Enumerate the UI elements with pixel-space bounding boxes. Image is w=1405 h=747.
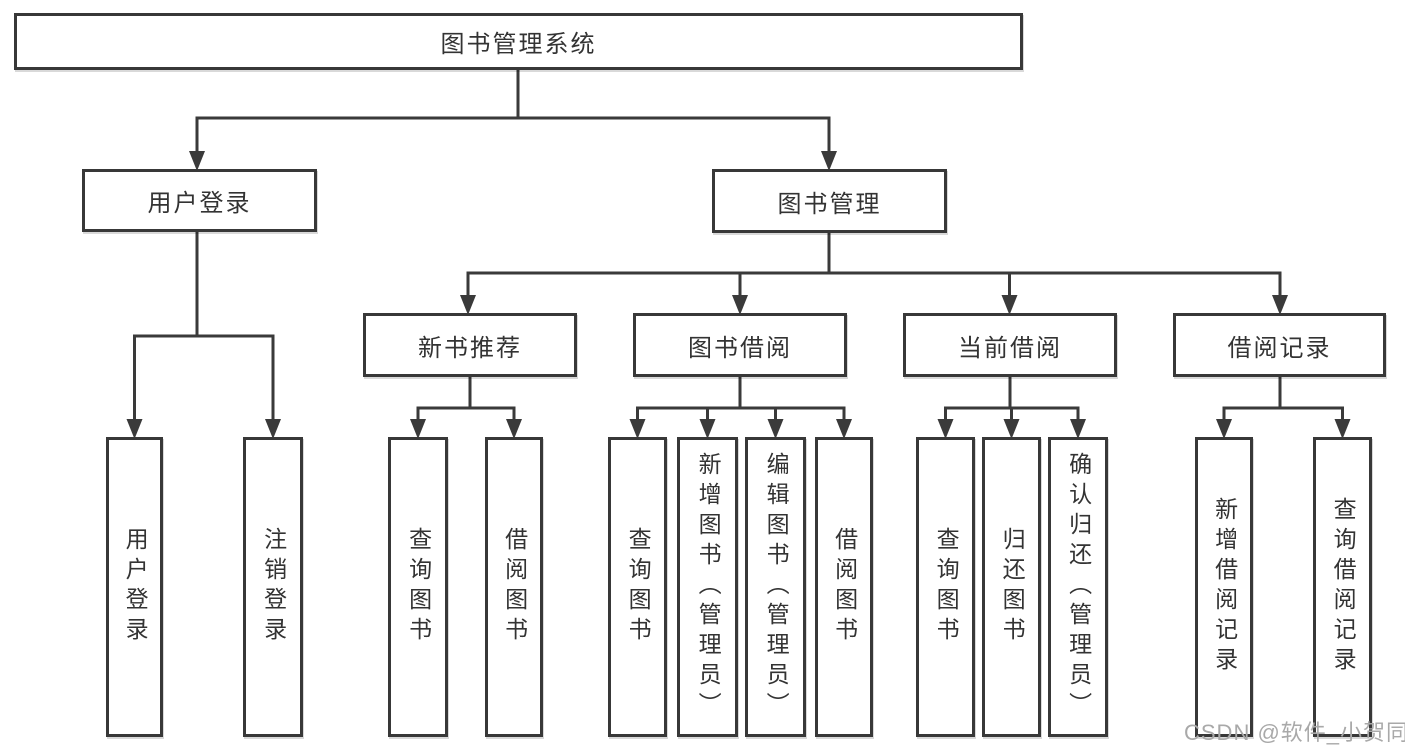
leaf-add-borrow-record: 新增借阅记录 <box>1195 437 1253 737</box>
leaf-query-books-recommend-label: 查询图书 <box>405 527 432 647</box>
leaf-confirm-return-admin-label: 确认归还（管理员） <box>1065 452 1092 722</box>
leaf-logout: 注销登录 <box>243 437 303 737</box>
node-root-label: 图书管理系统 <box>440 31 597 58</box>
leaf-edit-book-admin-label: 编辑图书（管理员） <box>763 452 790 722</box>
node-borrowing-records: 借阅记录 <box>1173 313 1386 377</box>
csdn-watermark: CSDN @软件_小贺同学 <box>1184 720 1405 745</box>
leaf-query-books-current-label: 查询图书 <box>933 527 960 647</box>
leaf-query-books-recommend: 查询图书 <box>388 437 448 737</box>
leaf-query-books-current: 查询图书 <box>916 437 975 737</box>
leaf-query-books-borrow: 查询图书 <box>608 437 667 737</box>
leaf-borrow-books-recommend: 借阅图书 <box>485 437 543 737</box>
node-borrowing-records-label: 借阅记录 <box>1227 334 1332 362</box>
node-current-borrowing: 当前借阅 <box>903 313 1117 377</box>
node-book-borrowing-label: 图书借阅 <box>688 334 792 362</box>
node-new-book-recommendation: 新书推荐 <box>363 313 577 377</box>
leaf-borrow-books: 借阅图书 <box>815 437 873 737</box>
node-book-management-label: 图书管理 <box>777 190 882 218</box>
node-current-borrowing-label: 当前借阅 <box>958 334 1062 362</box>
leaf-logout-label: 注销登录 <box>260 527 287 647</box>
leaf-add-borrow-record-label: 新增借阅记录 <box>1211 497 1238 677</box>
leaf-return-books: 归还图书 <box>982 437 1041 737</box>
leaf-query-borrow-record-label: 查询借阅记录 <box>1330 497 1357 677</box>
node-book-management: 图书管理 <box>712 169 947 233</box>
node-user-login-label: 用户登录 <box>147 190 252 217</box>
leaf-edit-book-admin: 编辑图书（管理员） <box>745 437 806 737</box>
leaf-borrow-books-recommend-label: 借阅图书 <box>501 527 528 647</box>
leaf-return-books-label: 归还图书 <box>999 527 1026 647</box>
leaf-query-borrow-record: 查询借阅记录 <box>1313 437 1372 737</box>
leaf-add-book-admin-label: 新增图书（管理员） <box>695 452 722 722</box>
leaf-confirm-return-admin: 确认归还（管理员） <box>1048 437 1108 737</box>
node-root: 图书管理系统 <box>14 13 1023 70</box>
leaf-borrow-books-label: 借阅图书 <box>831 527 858 647</box>
node-book-borrowing: 图书借阅 <box>633 313 847 377</box>
node-new-book-recommendation-label: 新书推荐 <box>418 334 522 362</box>
node-user-login: 用户登录 <box>82 169 317 232</box>
leaf-user-login-label: 用户登录 <box>122 527 149 647</box>
leaf-query-books-borrow-label: 查询图书 <box>625 527 652 647</box>
leaf-add-book-admin: 新增图书（管理员） <box>677 437 738 737</box>
leaf-user-login: 用户登录 <box>106 437 163 737</box>
